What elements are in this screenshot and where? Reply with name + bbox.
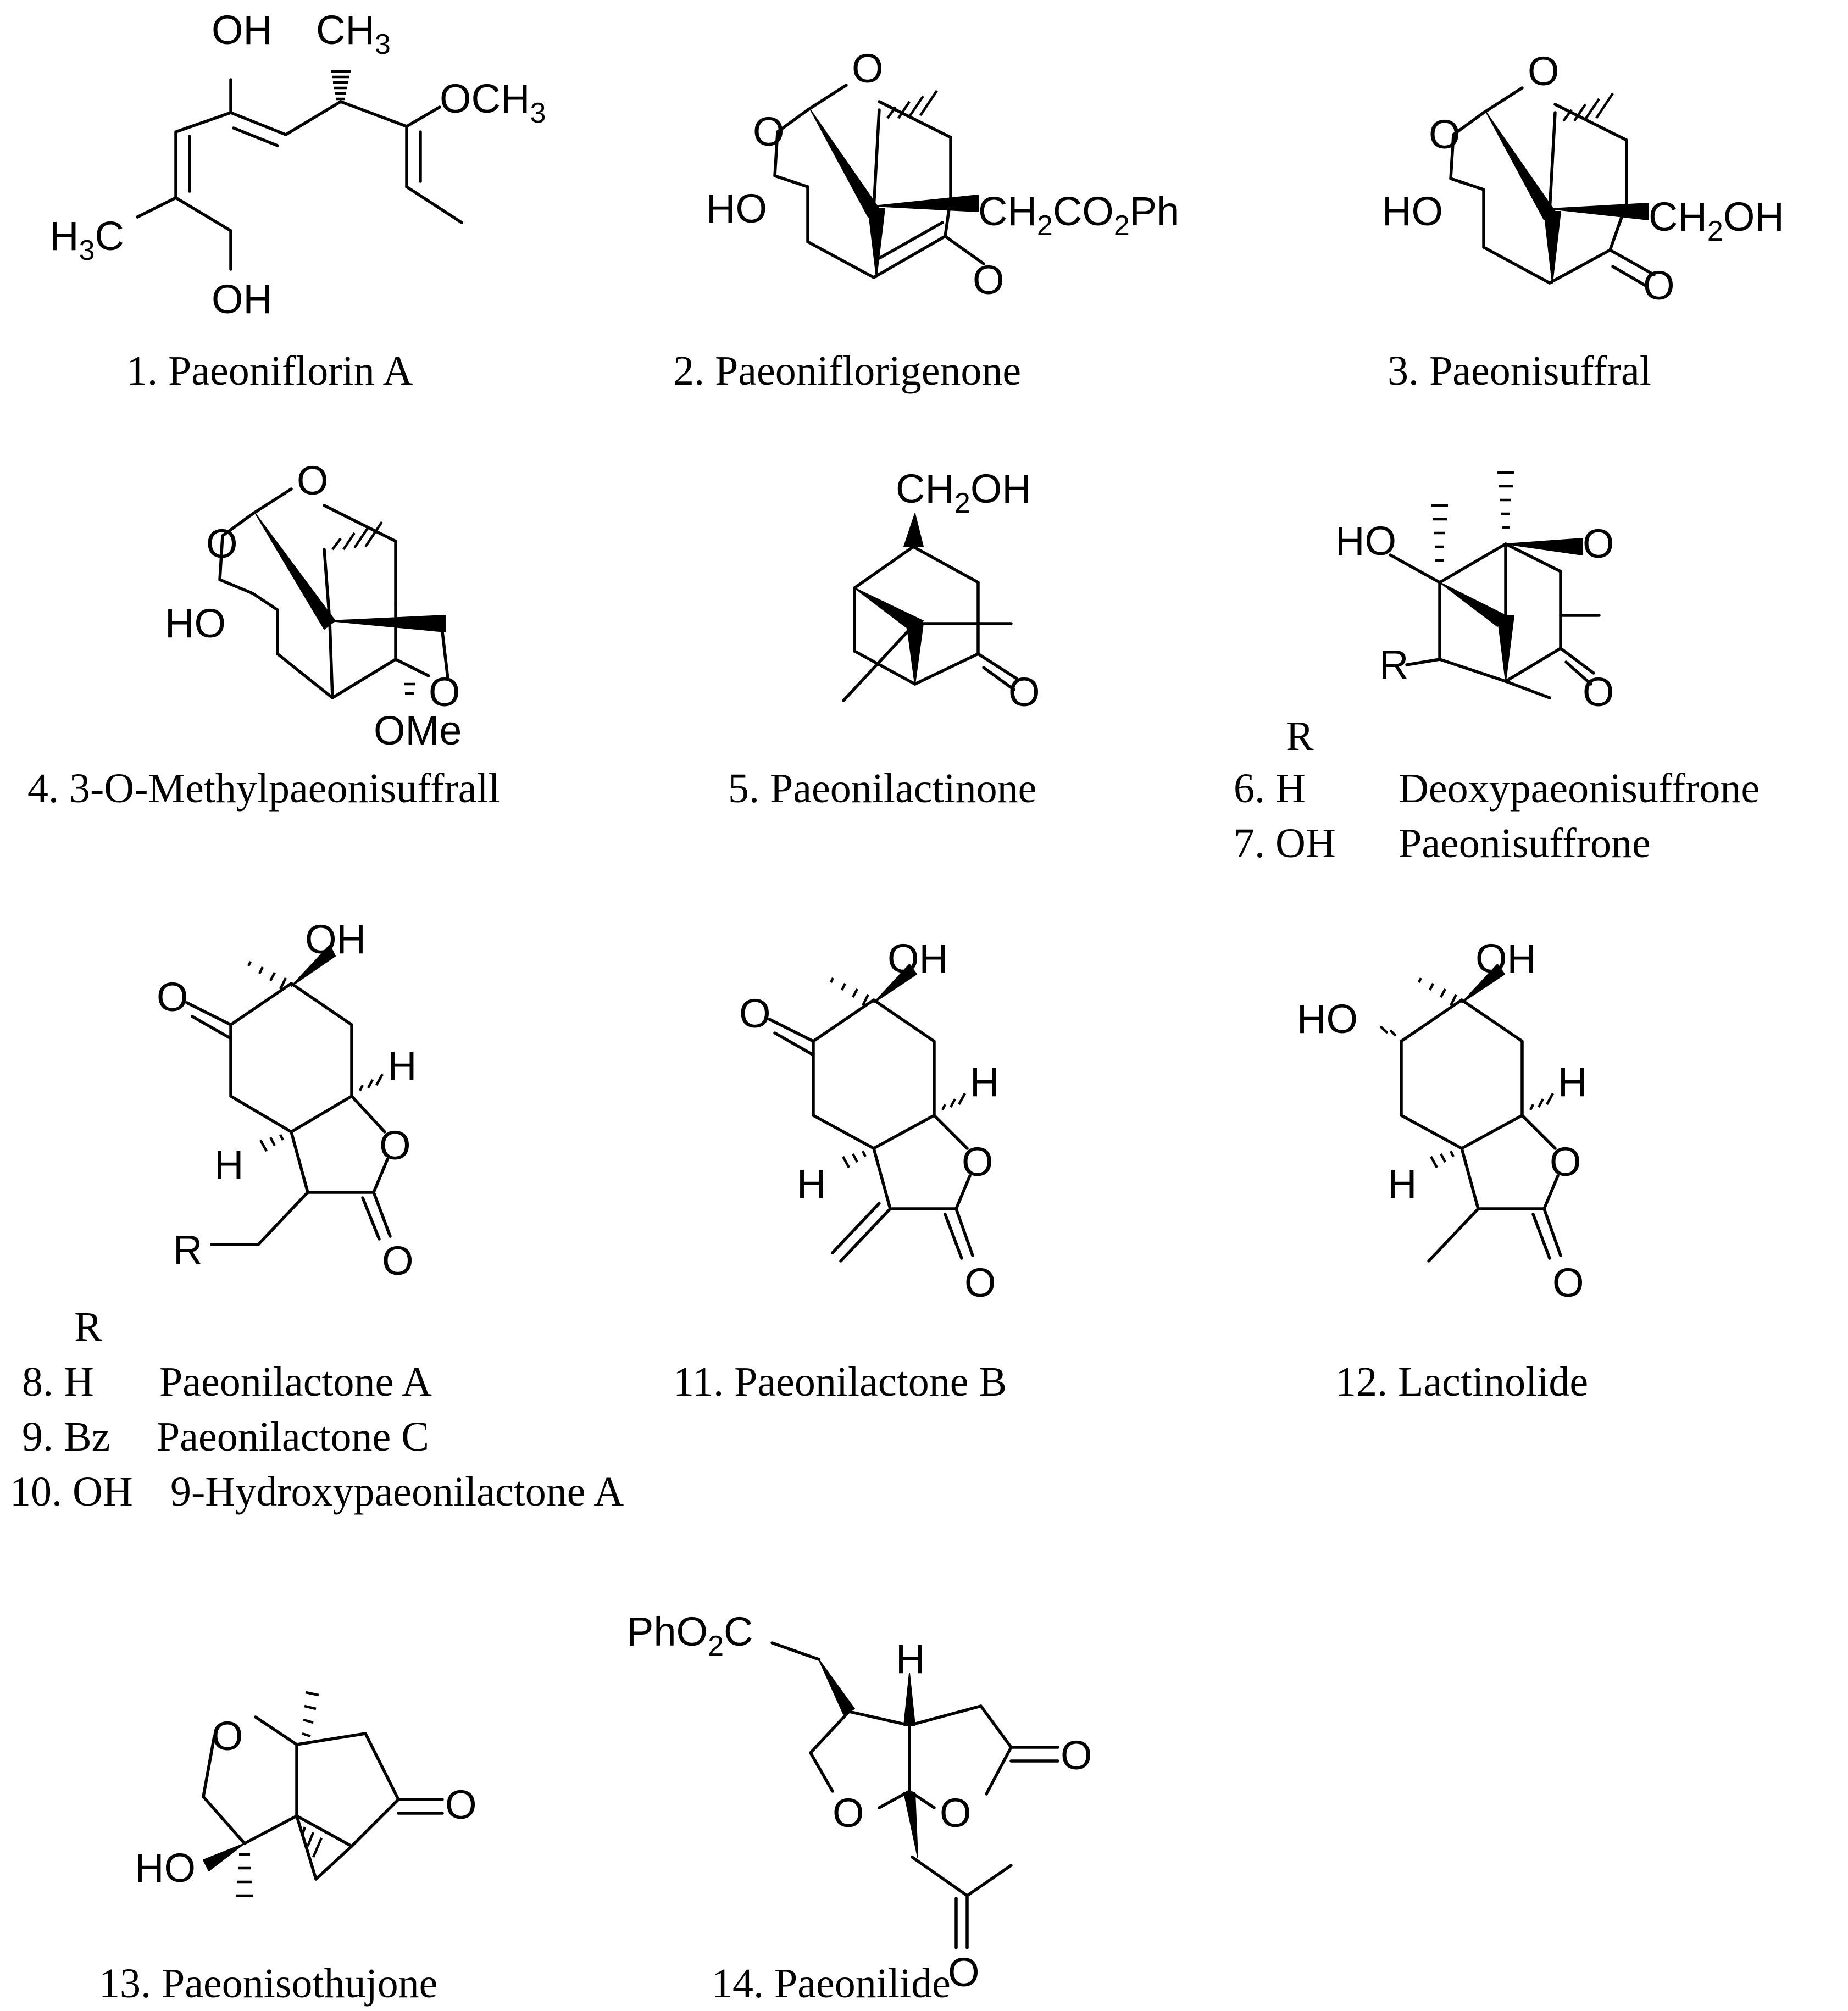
o-label: O: [852, 46, 884, 91]
och3-label: OCH3: [440, 76, 546, 129]
oh-label: OH: [887, 936, 948, 981]
caption-10-name: 9-Hydroxypaeonilactone A: [170, 1469, 624, 1515]
structure-5: CH2OH O 5. Paeonilactinone: [728, 466, 1040, 812]
hash-bond-6: [1431, 471, 1514, 562]
r-label: R: [1379, 642, 1408, 687]
structure-8-10: O OH H O H R O R 8. H Paeonilactone A 9.…: [10, 916, 624, 1515]
o-label: O: [157, 974, 188, 1020]
caption-6-name: Deoxypaeonisuffrone: [1399, 765, 1760, 812]
structure-3: O O HO CH2OH O 3. Paeonisuffral: [1382, 48, 1784, 394]
o-label: O: [1643, 263, 1675, 308]
ch2oh-label: CH2OH: [896, 466, 1031, 519]
structure-14: PhO2C H O O O O 14. Paeonilide: [626, 1609, 1092, 2007]
structure-13: O O HO 13. Paeonisothujone: [99, 1691, 477, 2007]
ome-label: OMe: [374, 708, 462, 753]
structure-12: HO OH H O H O 12. Lactinolide: [1297, 936, 1588, 1405]
oh-label: OH: [212, 276, 273, 322]
hash-bond-13: [236, 1691, 323, 1897]
caption-3: 3. Paeonisuffral: [1388, 348, 1651, 394]
o-label: O: [382, 1238, 414, 1284]
ch3-label: CH3: [316, 7, 391, 60]
caption-7-name: Paeonisuffrone: [1399, 820, 1651, 866]
hash-bond-3: [1562, 92, 1614, 122]
o-label: O: [1583, 669, 1614, 715]
caption-8-sub: 8. H: [22, 1359, 94, 1405]
hash-bond-1: [331, 70, 351, 101]
o-label: O: [973, 257, 1005, 303]
o-label: O: [964, 1260, 996, 1306]
ch2oh-label: CH2OH: [1649, 194, 1784, 247]
oh-label: OH: [212, 7, 273, 53]
o-label: O: [962, 1139, 994, 1185]
o-label: O: [753, 109, 785, 154]
o-label: O: [1061, 1732, 1092, 1778]
o-label: O: [212, 1713, 243, 1759]
oh-label: OH: [305, 916, 366, 962]
o-label: O: [1528, 48, 1560, 94]
hash-bond-8: [247, 960, 384, 1152]
ch2co2ph-label: CH2CO2Ph: [978, 188, 1179, 242]
o-label: O: [940, 1790, 972, 1836]
o-label: O: [445, 1782, 477, 1827]
caption-1: 1. Paeoniflorin A: [126, 348, 413, 394]
o-label: O: [297, 458, 329, 503]
o-label: O: [379, 1123, 411, 1168]
caption-8-10-header: R: [74, 1304, 102, 1350]
ho-label: HO: [165, 601, 226, 646]
ho-label: HO: [706, 186, 767, 231]
caption-14: 14. Paeonilide: [712, 1960, 951, 2007]
o-label: O: [429, 669, 460, 715]
ho-label: HO: [135, 1845, 196, 1891]
structure-4: O O HO O OMe 4. 3-O-Methylpaeonisuffrall: [27, 458, 500, 812]
h-label: H: [214, 1142, 243, 1187]
caption-6-sub: 6. H: [1234, 765, 1306, 812]
hash-bond-11: [829, 977, 966, 1169]
h-label: H: [1388, 1161, 1417, 1207]
o-label: O: [1550, 1139, 1581, 1185]
caption-9-name: Paeonilactone C: [157, 1414, 429, 1460]
hash-bond-2: [886, 90, 938, 119]
r-label: R: [173, 1227, 202, 1273]
structure-6-7: HO O R O R 6. H Deoxypaeonisuffrone 7. O…: [1234, 471, 1760, 866]
o-label: O: [833, 1790, 864, 1836]
o-label: O: [739, 991, 771, 1036]
h3c-label: H3C: [49, 213, 124, 266]
o-label: O: [948, 1949, 980, 1995]
caption-2: 2. Paeoniflorigenone: [673, 348, 1021, 394]
h-label: H: [1558, 1059, 1587, 1105]
h-label: H: [797, 1161, 826, 1207]
caption-6-7-header: R: [1286, 713, 1314, 759]
caption-9-sub: 9. Bz: [22, 1414, 110, 1460]
caption-4: 4. 3-O-Methylpaeonisuffrall: [27, 765, 500, 812]
caption-10-sub: 10. OH: [10, 1469, 133, 1515]
caption-7-sub: 7. OH: [1234, 820, 1336, 866]
caption-11: 11. Paeonilactone B: [673, 1359, 1007, 1405]
pho2c-label: PhO2C: [626, 1609, 753, 1662]
hash-bond-12: [1379, 977, 1554, 1169]
o-label: O: [1429, 112, 1461, 157]
hash-bond-4: [331, 521, 415, 695]
h-label: H: [896, 1636, 925, 1682]
structure-2: O O HO CH2CO2Ph O 2. Paeoniflorigenone: [673, 46, 1179, 394]
oh-label: OH: [1475, 936, 1536, 981]
caption-13: 13. Paeonisothujone: [99, 1960, 437, 2007]
structure-1: OH CH3 OCH3 H3C OH 1. Paeoniflorin A: [49, 7, 546, 394]
o-label: O: [206, 521, 238, 566]
ho-label: HO: [1297, 996, 1358, 1042]
o-label: O: [1583, 521, 1614, 566]
caption-5: 5. Paeonilactinone: [728, 765, 1036, 812]
ho-label: HO: [1382, 188, 1443, 234]
caption-12: 12. Lactinolide: [1335, 1359, 1588, 1405]
o-label: O: [1008, 669, 1040, 715]
o-label: O: [1552, 1260, 1584, 1306]
h-label: H: [970, 1059, 999, 1105]
structure-11: O OH H O H O 11. Paeonilactone B: [673, 936, 1007, 1405]
h-label: H: [387, 1043, 417, 1088]
ho-label: HO: [1335, 518, 1396, 564]
caption-8-name: Paeonilactone A: [159, 1359, 432, 1405]
